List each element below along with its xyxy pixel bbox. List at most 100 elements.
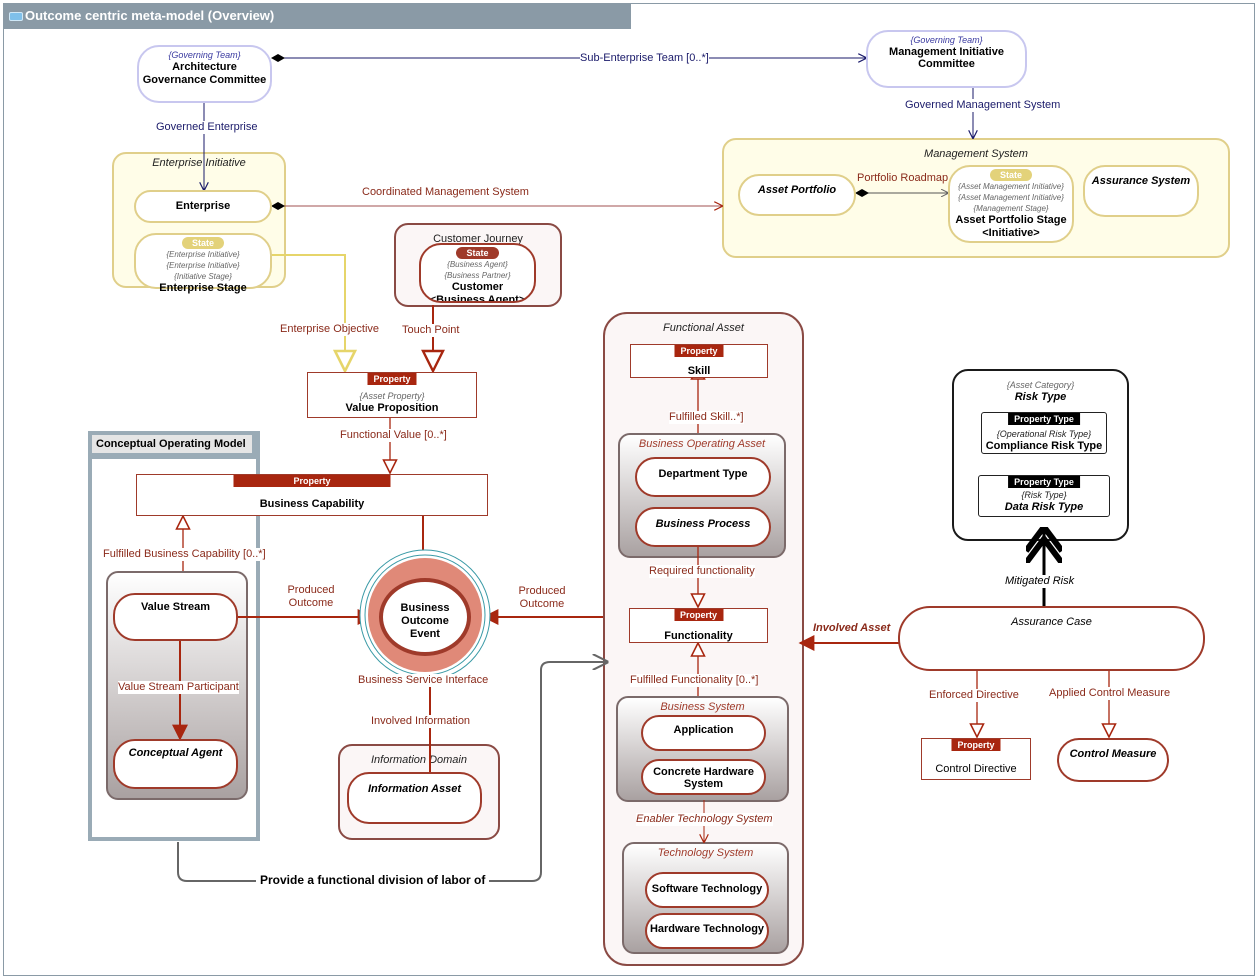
asset-portfolio-stage-stereo-3: {Management Stage} — [973, 204, 1049, 213]
management-system-title: Management System — [924, 148, 1028, 160]
compliance-risk-type-stereotype: {Operational Risk Type} — [996, 429, 1092, 439]
customer-label: Customer — [451, 281, 504, 293]
data-risk-type-label: Data Risk Type — [1004, 501, 1084, 513]
functionality-label: Functionality — [664, 630, 733, 642]
enterprise-stage-node[interactable]: State {Enterprise Initiative} {Enterpris… — [134, 233, 272, 294]
label-governed-enterprise: Governed Enterprise — [156, 121, 258, 134]
management-initiative-committee[interactable]: {Governing Team} Management Initiative C… — [866, 30, 1027, 88]
business-process-node[interactable]: Business Process — [635, 507, 771, 547]
diagram-title-bar: Outcome centric meta-model (Overview) — [3, 3, 631, 29]
diagram-icon — [9, 12, 23, 21]
enterprise-stage-label: Enterprise Stage — [159, 282, 247, 294]
enterprise-node[interactable]: Enterprise — [134, 190, 272, 223]
assurance-system-label: Assurance System — [1091, 175, 1191, 187]
asset-portfolio-label: Asset Portfolio — [757, 184, 837, 196]
mgmt-committee-stereotype: {Governing Team} — [910, 35, 983, 45]
asset-portfolio-stage-stereo-2: {Asset Management Initiative} — [958, 193, 1064, 202]
label-fulfilled-business-capability: Fulfilled Business Capability [0..*] — [103, 548, 266, 561]
conceptual-agent-node[interactable]: Conceptual Agent — [113, 739, 238, 789]
control-directive-tag: Property — [951, 739, 1001, 751]
label-enterprise-objective: Enterprise Objective — [280, 323, 380, 336]
customer-stereo-2: {Business Partner} — [444, 271, 511, 280]
data-risk-type-tag: Property Type — [1008, 476, 1080, 488]
business-capability-label: Business Capability — [259, 498, 365, 510]
label-enforced-directive: Enforced Directive — [929, 689, 1019, 702]
label-coordinated-management-system: Coordinated Management System — [362, 186, 529, 199]
business-capability-tag: Property — [233, 475, 391, 487]
conceptual-agent-label: Conceptual Agent — [128, 747, 223, 759]
control-measure-label: Control Measure — [1069, 748, 1157, 760]
information-domain-title: Information Domain — [371, 754, 467, 766]
asset-portfolio-stage-node[interactable]: State {Asset Management Initiative} {Ass… — [948, 165, 1074, 243]
label-produced-outcome-left: Produced Outcome — [286, 584, 336, 610]
business-outcome-event-label: Business Outcome Event — [400, 602, 450, 640]
enterprise-stage-stereo-3: {Initiative Stage} — [174, 272, 232, 281]
assurance-case-node[interactable]: Assurance Case — [898, 606, 1205, 671]
label-fulfilled-skill: Fulfilled Skill..*] — [669, 411, 744, 424]
asset-portfolio-stage-state-tag: State — [989, 169, 1032, 181]
customer-state-tag: State — [456, 247, 499, 259]
arch-committee-stereotype: {Governing Team} — [168, 50, 241, 60]
compliance-risk-type-node[interactable]: Property Type {Operational Risk Type} Co… — [981, 412, 1107, 454]
label-involved-asset: Involved Asset — [813, 622, 891, 635]
department-type-node[interactable]: Department Type — [635, 457, 771, 497]
assurance-case-label: Assurance Case — [1011, 616, 1092, 628]
enterprise-stage-stereo-1: {Enterprise Initiative} — [166, 250, 240, 259]
software-technology-node[interactable]: Software Technology — [645, 872, 769, 908]
business-system-title: Business System — [660, 701, 745, 713]
customer-node[interactable]: State {Business Agent} {Business Partner… — [419, 243, 536, 303]
data-risk-type-node[interactable]: Property Type {Risk Type} Data Risk Type — [978, 475, 1110, 517]
skill-label: Skill — [687, 365, 711, 377]
arch-committee-label: Architecture Governance Committee — [142, 61, 267, 86]
hardware-technology-node[interactable]: Hardware Technology — [645, 913, 769, 949]
conceptual-operating-model-tab: Conceptual Operating Model — [88, 431, 258, 459]
control-measure-node[interactable]: Control Measure — [1057, 738, 1169, 782]
software-technology-label: Software Technology — [651, 883, 763, 895]
asset-portfolio-stage-stereo-1: {Asset Management Initiative} — [958, 182, 1064, 191]
department-type-label: Department Type — [658, 468, 748, 480]
technology-system-title: Technology System — [657, 847, 754, 859]
label-functional-value: Functional Value [0..*] — [340, 429, 447, 442]
label-portfolio-roadmap: Portfolio Roadmap — [857, 172, 949, 184]
label-produced-outcome-right: Produced Outcome — [516, 585, 568, 611]
skill-node[interactable]: Property Skill — [630, 344, 768, 378]
assurance-system-node[interactable]: Assurance System — [1083, 165, 1199, 217]
information-asset-label: Information Asset — [367, 783, 462, 795]
customer-stereo-1: {Business Agent} — [447, 260, 508, 269]
label-provide-functional-division: Provide a functional division of labor o… — [256, 874, 490, 887]
application-node[interactable]: Application — [641, 715, 766, 751]
skill-tag: Property — [674, 345, 724, 357]
business-process-label: Business Process — [655, 518, 751, 530]
customer-label2: <Business Agent> — [429, 294, 526, 303]
asset-portfolio-node[interactable]: Asset Portfolio — [738, 174, 856, 216]
enterprise-stage-state-tag: State — [181, 237, 224, 249]
label-governed-management-system: Governed Management System — [905, 99, 1061, 112]
conceptual-operating-model-title: Conceptual Operating Model — [92, 435, 252, 453]
architecture-governance-committee[interactable]: {Governing Team} Architecture Governance… — [137, 45, 272, 103]
value-proposition-label: Value Proposition — [345, 402, 439, 414]
control-directive-node[interactable]: Property Control Directive — [921, 738, 1031, 780]
label-mitigated-risk: Mitigated Risk — [1005, 575, 1075, 588]
diagram-title: Outcome centric meta-model (Overview) — [25, 8, 275, 23]
label-required-functionality: Required functionality — [649, 565, 755, 578]
enterprise-stage-stereo-2: {Enterprise Initiative} — [166, 261, 240, 270]
enterprise-label: Enterprise — [175, 200, 231, 212]
compliance-risk-type-label: Compliance Risk Type — [985, 440, 1103, 452]
concrete-hardware-system-node[interactable]: Concrete Hardware System — [641, 759, 766, 795]
control-directive-label: Control Directive — [935, 763, 1017, 775]
label-business-service-interface: Business Service Interface — [358, 674, 489, 687]
value-stream-label: Value Stream — [140, 601, 211, 613]
data-risk-type-stereotype: {Risk Type} — [1021, 490, 1067, 500]
business-outcome-event-node[interactable]: Business Outcome Event — [379, 578, 471, 656]
concrete-hardware-system-label: Concrete Hardware System — [653, 766, 754, 790]
value-proposition-tag: Property — [367, 373, 417, 385]
label-involved-information: Involved Information — [371, 715, 471, 728]
value-stream-node[interactable]: Value Stream — [113, 593, 238, 641]
mgmt-committee-label: Management Initiative Committee — [889, 46, 1004, 70]
functionality-node[interactable]: Property Functionality — [629, 608, 768, 643]
value-proposition-node[interactable]: Property {Asset Property} Value Proposit… — [307, 372, 477, 418]
label-touch-point: Touch Point — [402, 324, 460, 337]
information-asset-node[interactable]: Information Asset — [347, 772, 482, 824]
value-proposition-stereotype: {Asset Property} — [359, 391, 425, 401]
business-capability-node[interactable]: Property Business Capability — [136, 474, 488, 516]
